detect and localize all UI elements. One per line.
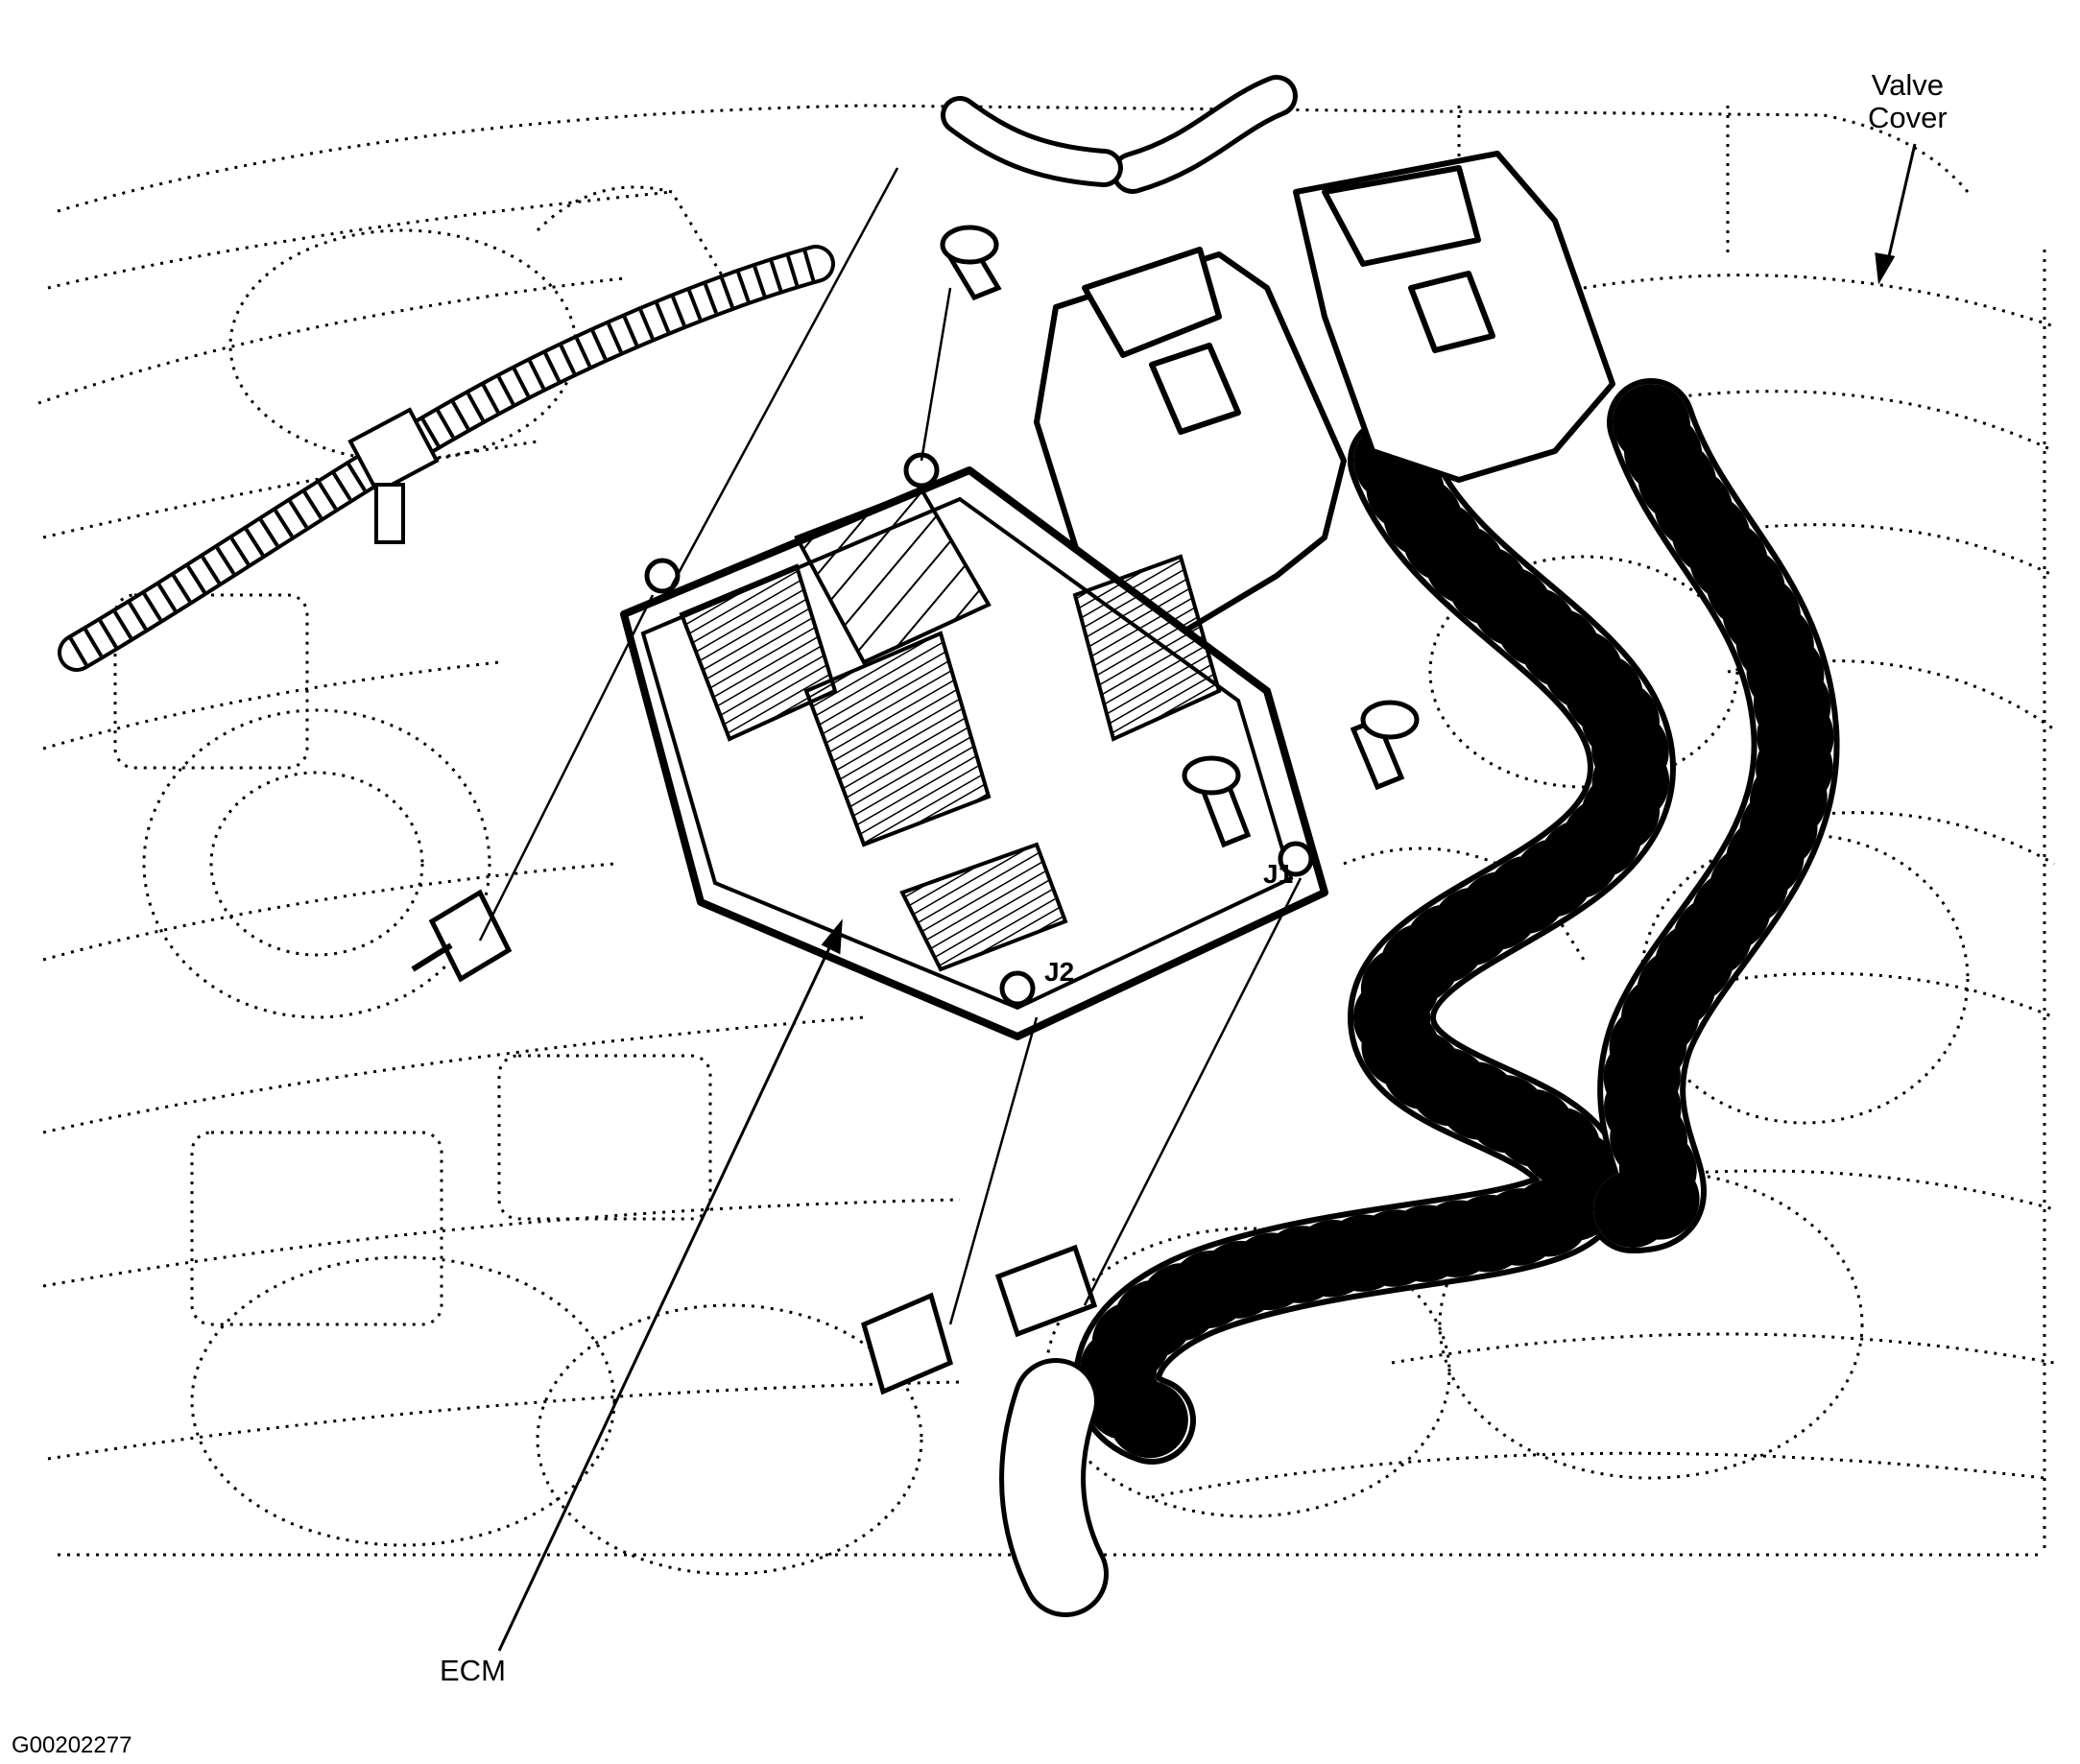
ecm-module [620, 452, 1328, 1040]
wire-harness [941, 75, 1840, 1617]
retainer-lower [860, 1244, 1098, 1395]
bolt-right [1350, 700, 1420, 791]
figure-id: G00202277 [12, 1732, 132, 1758]
leader-lines [497, 143, 1917, 1652]
valve-cover-label-line1: Valve [1871, 68, 1944, 102]
mounting-bolts [411, 225, 1420, 1395]
valve-cover-label: Valve Cover [1868, 69, 1948, 134]
connector-j2-mark: J2 [1044, 957, 1074, 987]
retainer-left [411, 889, 513, 983]
bolt-middle [1182, 755, 1252, 848]
harness-connectors [1034, 151, 1615, 636]
assembly-lines [478, 167, 1303, 1325]
left-wire-loom [58, 245, 835, 672]
valve-cover-label-line2: Cover [1868, 101, 1948, 134]
bolt-upper [940, 225, 1002, 301]
connector-j1-mark: J1 [1263, 859, 1293, 889]
ecm-label: ECM [440, 1654, 506, 1687]
